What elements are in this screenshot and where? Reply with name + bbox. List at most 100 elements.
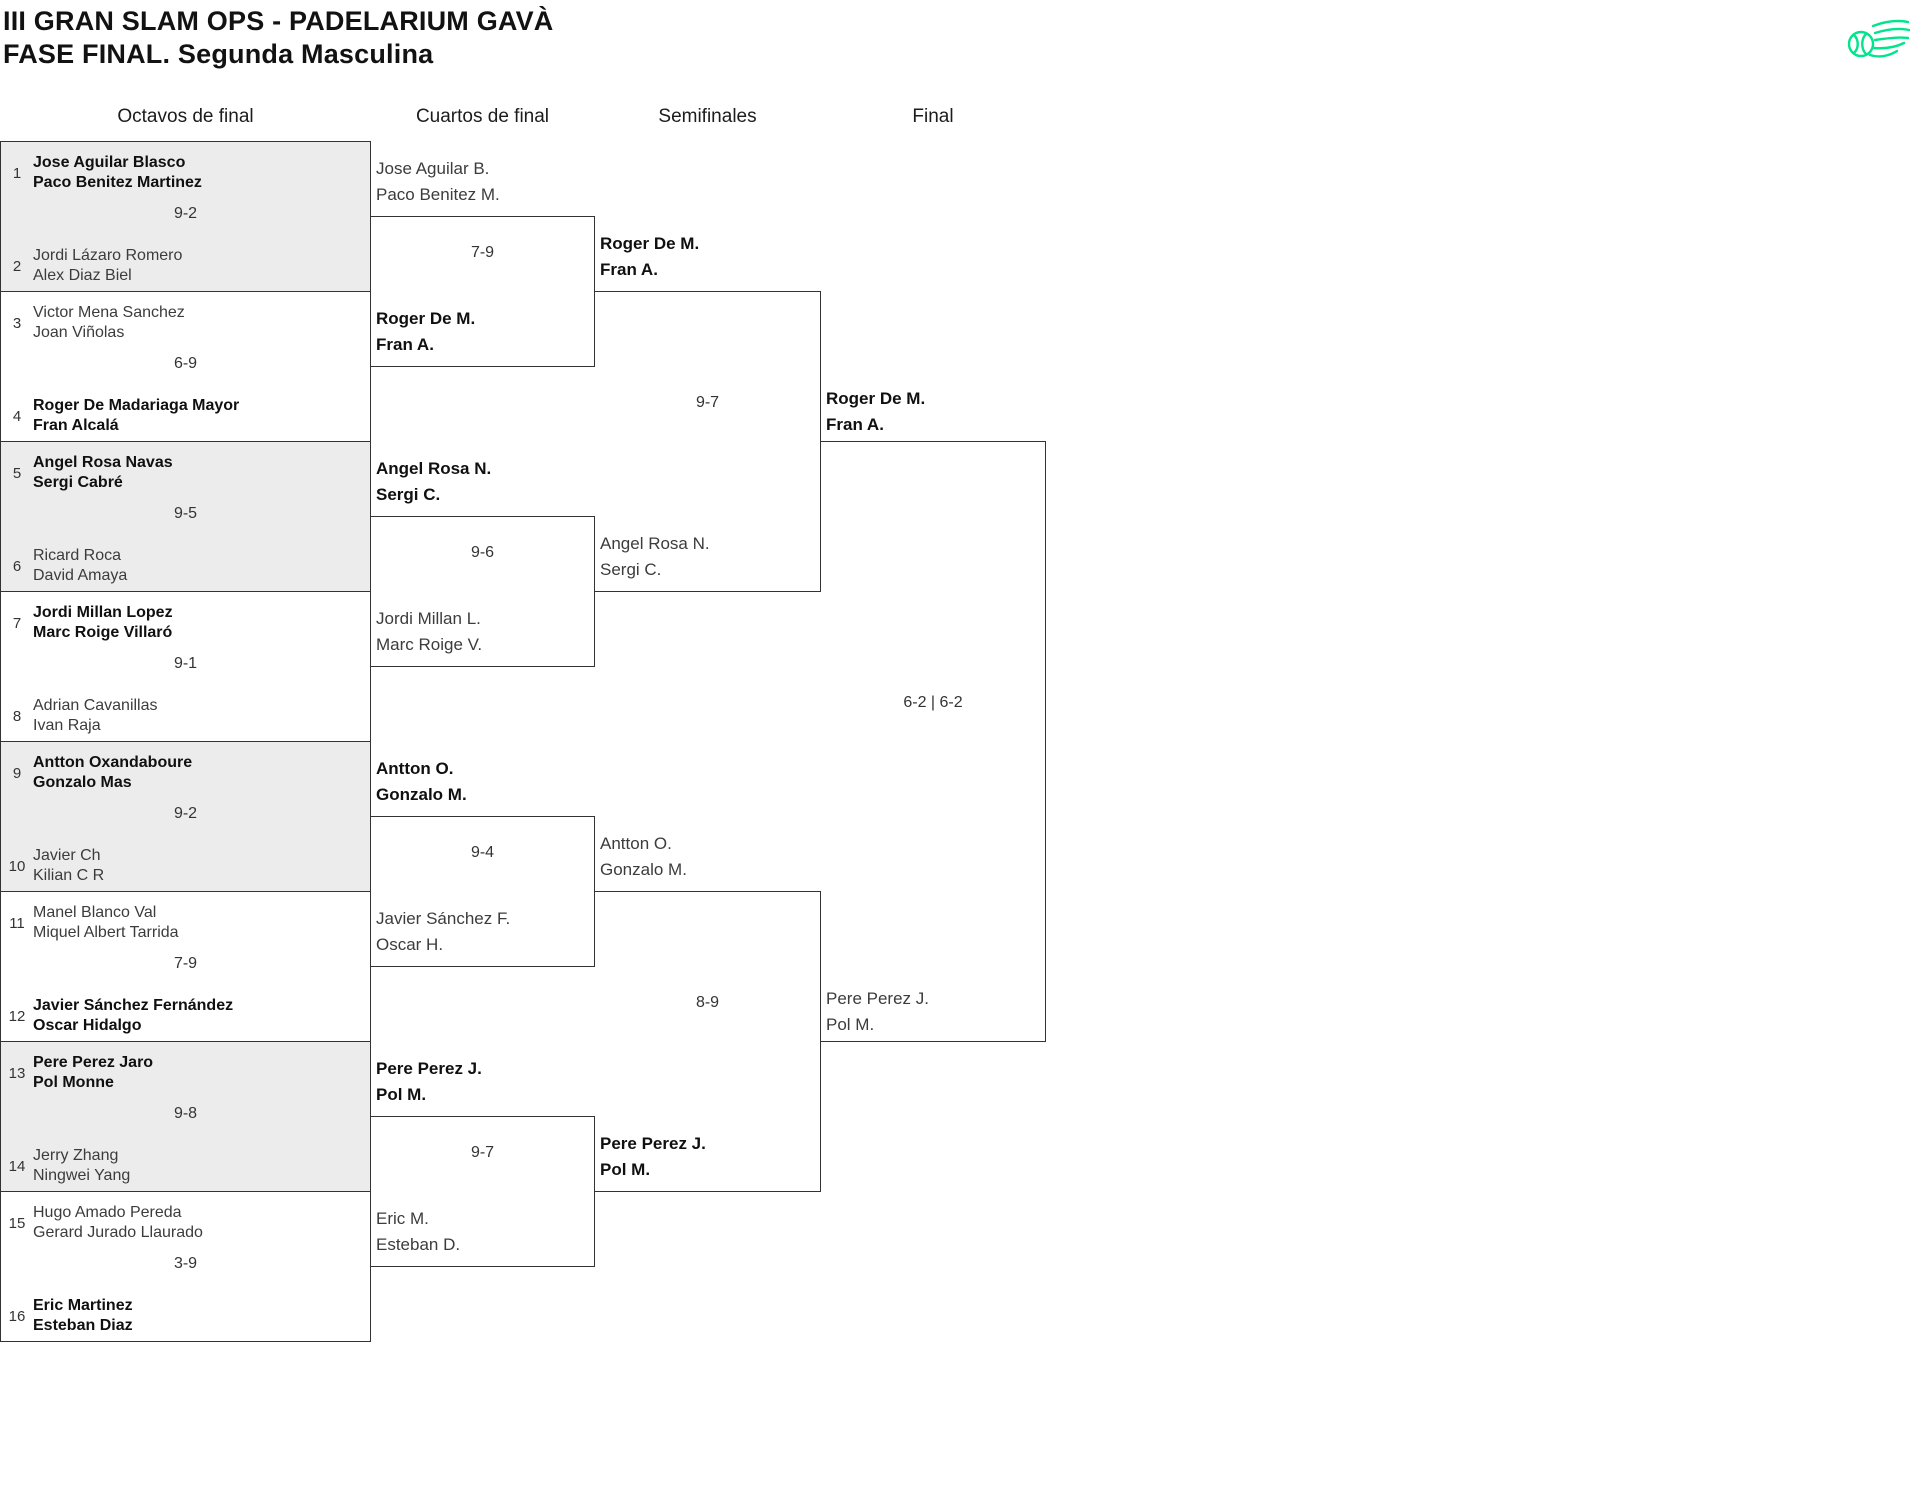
player-name: Fran A.	[600, 260, 658, 279]
player-name: Antton O.	[600, 834, 672, 853]
match-score: 7-9	[173, 955, 198, 972]
player-name: Ivan Raja	[33, 717, 101, 734]
player-name: Eric M.	[376, 1209, 429, 1228]
player-name: Victor Mena Sanchez	[33, 304, 185, 321]
seed-number: 11	[9, 914, 25, 932]
player-name: Gerard Jurado Llaurado	[33, 1224, 203, 1241]
player-name: Oscar Hidalgo	[33, 1017, 142, 1034]
player-name: Fran A.	[826, 415, 884, 434]
seed-number: 5	[12, 464, 22, 482]
match-score: 9-8	[173, 1105, 198, 1122]
player-name: Roger De M.	[376, 309, 476, 328]
player-name: Javier Sánchez Fernández	[33, 997, 234, 1014]
player-name: Marc Roige Villaró	[33, 624, 173, 641]
quarterfinal-team: Roger De M. Fran A.	[376, 306, 475, 358]
player-name: Jordi Millan L.	[376, 609, 481, 628]
match-score: 8-9	[695, 994, 720, 1011]
player-name: Gonzalo M.	[376, 785, 467, 804]
player-name: Gonzalo M.	[600, 860, 687, 879]
seed-number: 8	[12, 707, 22, 725]
page-subtitle: FASE FINAL. Segunda Masculina	[3, 39, 434, 69]
round-header-semifinales: Semifinales	[658, 106, 757, 127]
player-name: Joan Viñolas	[33, 324, 125, 341]
semifinal-team: Angel Rosa N.Sergi C.	[600, 531, 710, 583]
round-header-cuartos: Cuartos de final	[415, 106, 550, 127]
final-team: Pere Perez J.Pol M.	[826, 986, 929, 1038]
player-name: Fran A.	[376, 335, 434, 354]
seed-number: 2	[12, 257, 22, 275]
seed-number: 15	[8, 1214, 26, 1232]
player-name: Sergi C.	[600, 560, 662, 579]
match-score: 9-5	[173, 505, 198, 522]
player-name: Angel Rosa Navas	[33, 454, 173, 471]
final-box	[820, 441, 1046, 1042]
page-title: III GRAN SLAM OPS - PADELARIUM GAVÀ	[3, 6, 554, 36]
player-name: Esteban D.	[376, 1235, 461, 1254]
player-name: Esteban Diaz	[33, 1317, 133, 1334]
match-score: 9-1	[173, 655, 198, 672]
player-name: Pere Perez J.	[600, 1134, 706, 1153]
player-name: Oscar H.	[376, 935, 444, 954]
ball-swoosh-logo-icon	[1847, 19, 1910, 58]
seed-number: 10	[8, 857, 26, 875]
final-score: 6-2 | 6-2	[903, 694, 963, 711]
quarterfinal-team: Antton O.Gonzalo M.	[376, 756, 467, 808]
quarterfinal-team: Eric M. Esteban D.	[376, 1206, 460, 1258]
semifinal-team: Pere Perez J.Pol M.	[600, 1131, 706, 1183]
player-name: Pol Monne	[33, 1074, 114, 1091]
player-name: Roger De M.	[826, 389, 926, 408]
player-name: Kilian C R	[33, 867, 105, 884]
seed-number: 13	[8, 1064, 26, 1082]
player-name: Sergi Cabré	[33, 474, 123, 491]
match-score: 9-7	[695, 394, 720, 411]
player-name: Paco Benitez Martinez	[33, 174, 202, 191]
player-name: Jordi Millan Lopez	[33, 604, 173, 621]
seed-number: 1	[12, 164, 22, 182]
seed-number: 12	[8, 1007, 26, 1025]
player-name: Roger De M.	[600, 234, 700, 253]
match-score: 6-9	[173, 355, 198, 372]
player-name: Antton Oxandaboure	[33, 754, 193, 771]
semifinal-team: Roger De M. Fran A.	[600, 231, 699, 283]
player-name: Hugo Amado Pereda	[33, 1204, 182, 1221]
seed-number: 3	[12, 314, 22, 332]
quarterfinal-team: Jose Aguilar B.Paco Benitez M.	[376, 156, 500, 208]
player-name: Gonzalo Mas	[33, 774, 132, 791]
quarterfinal-team: Jordi Millan L. Marc Roige V.	[376, 606, 482, 658]
player-name: Paco Benitez M.	[376, 185, 500, 204]
quarterfinal-team: Javier Sánchez F.Oscar H.	[376, 906, 510, 958]
match-score: 9-6	[470, 544, 495, 561]
player-name: Jose Aguilar Blasco	[33, 154, 186, 171]
player-name: Marc Roige V.	[376, 635, 483, 654]
semifinal-team: Antton O. Gonzalo M.	[600, 831, 687, 883]
